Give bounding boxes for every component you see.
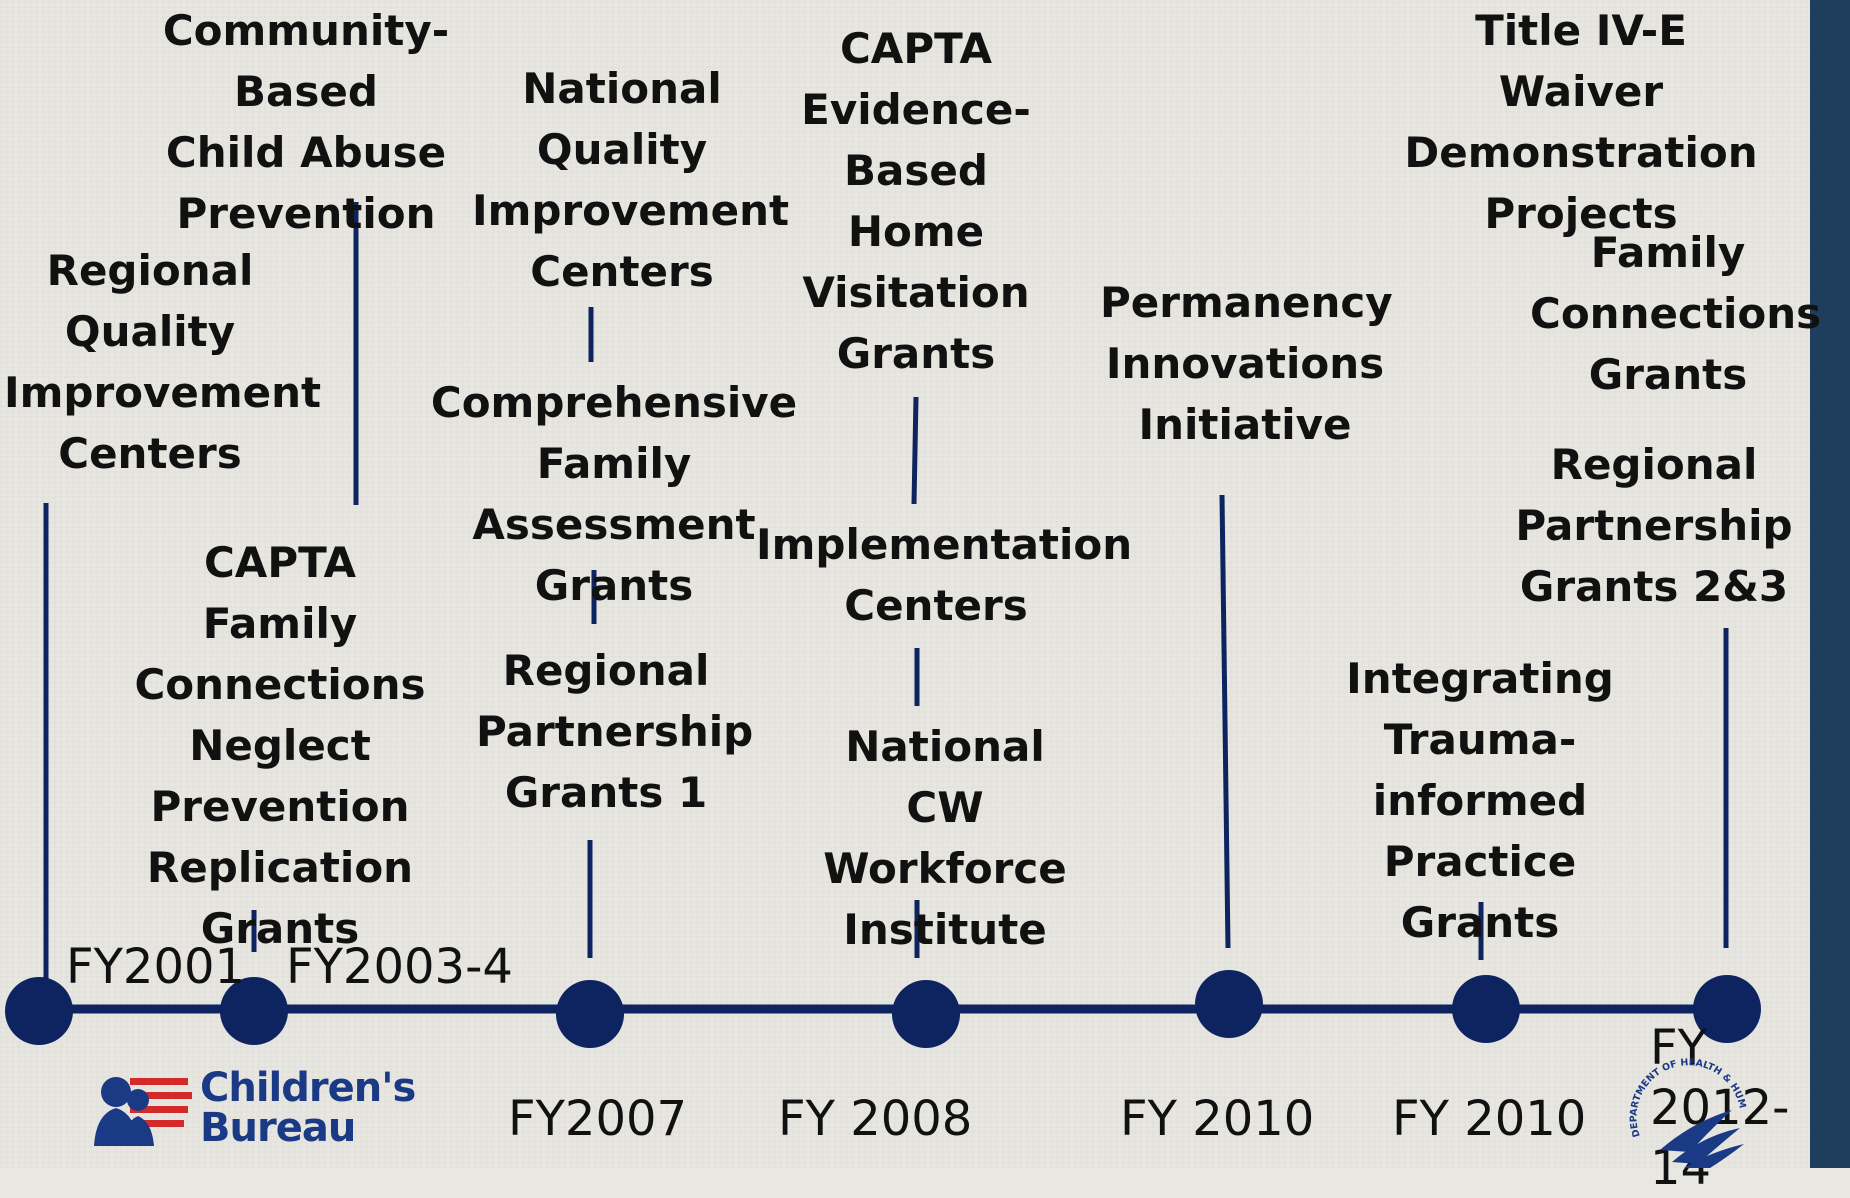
label-family-connections: Family Connections Grants bbox=[1530, 228, 1822, 399]
year-fy2001: FY2001 bbox=[66, 939, 246, 995]
seal-text: DEPARTMENT OF HEALTH & HUMAN SERVICES · … bbox=[1614, 1040, 1748, 1138]
milestone-dot-fy2010b bbox=[1452, 975, 1520, 1043]
logo-text: Children's Bureau bbox=[200, 1065, 416, 1151]
logo-line1: Children's bbox=[200, 1065, 416, 1111]
year-fy2003-4: FY2003-4 bbox=[286, 939, 513, 995]
milestone-dot-fy2008 bbox=[892, 980, 960, 1048]
label-regional-qic: Regional Quality Improvement Centers bbox=[4, 246, 322, 478]
label-cw-workforce: National CW Workforce Institute bbox=[823, 722, 1067, 954]
milestone-dot-fy2012 bbox=[1693, 975, 1761, 1043]
label-capta-family-connections: CAPTA Family Connections Neglect Prevent… bbox=[134, 538, 426, 953]
label-comprehensive-family: Comprehensive Family Assessment Grants bbox=[430, 378, 798, 610]
label-rpg1: Regional Partnership Grants 1 bbox=[476, 646, 754, 817]
children-silhouette-flag-icon bbox=[94, 1077, 192, 1146]
hhs-eagle-seal-icon: DEPARTMENT OF HEALTH & HUMAN SERVICES · … bbox=[1614, 1040, 1748, 1168]
year-fy2010-a: FY 2010 bbox=[1120, 1091, 1315, 1147]
label-implementation-centers: Implementation Centers bbox=[756, 520, 1133, 630]
logo-line2: Bureau bbox=[200, 1105, 356, 1151]
label-rpg23: Regional Partnership Grants 2&3 bbox=[1515, 440, 1793, 611]
year-fy2008: FY 2008 bbox=[778, 1091, 973, 1147]
connector-permanency bbox=[1219, 494, 1231, 949]
connector-capta-home bbox=[911, 396, 919, 505]
milestone-dot-fy2001 bbox=[5, 977, 73, 1045]
year-fy2007: FY2007 bbox=[508, 1091, 688, 1147]
label-national-qic: National Quality Improvement Centers bbox=[472, 64, 790, 296]
childrens-bureau-logo: Children's Bureau bbox=[86, 1068, 416, 1148]
svg-text:DEPARTMENT OF HEALTH & HUMAN S: DEPARTMENT OF HEALTH & HUMAN SERVICES · … bbox=[1614, 1040, 1748, 1138]
timeline-graphic bbox=[5, 202, 1761, 1048]
label-title-ive-waiver: Title IV-E Waiver Demonstration Projects bbox=[1404, 6, 1758, 238]
milestone-dot-fy2007 bbox=[556, 980, 624, 1048]
right-edge-bar bbox=[1810, 0, 1850, 1168]
label-trauma-informed: Integrating Trauma- informed Practice Gr… bbox=[1346, 654, 1614, 947]
milestone-dot-fy2003 bbox=[220, 977, 288, 1045]
label-capta-home-visitation: CAPTA Evidence- Based Home Visitation Gr… bbox=[801, 24, 1031, 378]
label-permanency-innovations: Permanency Innovations Initiative bbox=[1100, 278, 1393, 449]
year-fy2010-b: FY 2010 bbox=[1392, 1091, 1587, 1147]
milestone-dot-fy2010a bbox=[1195, 970, 1263, 1038]
label-community-based: Community-Based Child Abuse Prevention bbox=[162, 6, 450, 238]
